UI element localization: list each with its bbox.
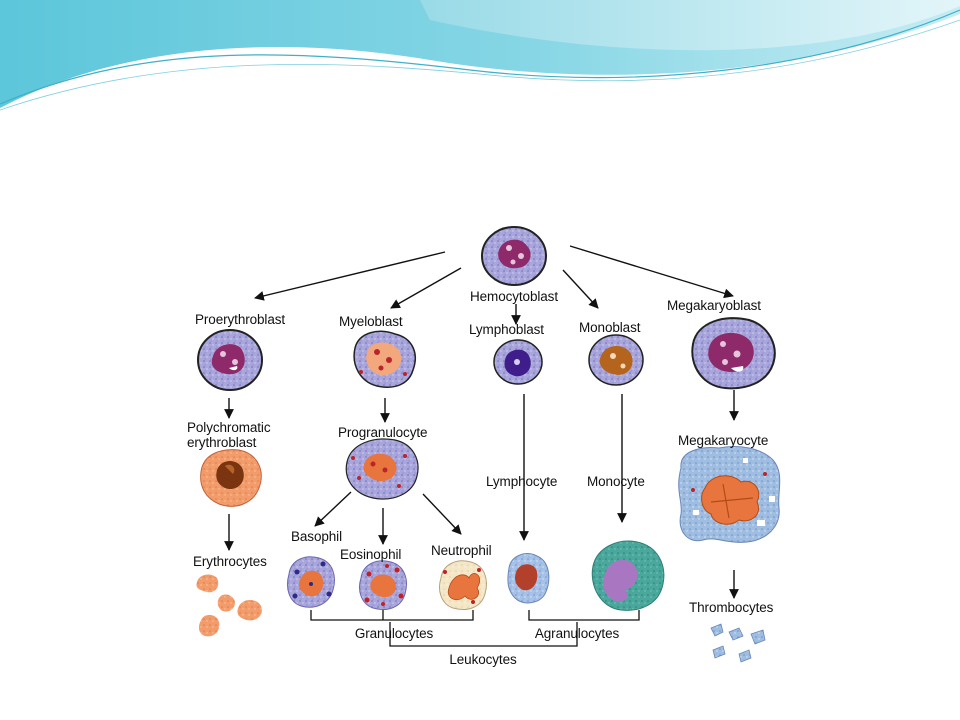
arrow-to-monoblast [562, 269, 599, 309]
label-megakaryocyte: Megakaryocyte [678, 433, 769, 448]
arrows [224, 245, 739, 599]
label-neutrophil: Neutrophil [431, 543, 492, 558]
arrow-to-myeloblast [390, 267, 462, 309]
label-lymphoblast: Lymphoblast [469, 322, 544, 337]
monocyte-cell [591, 540, 665, 611]
label-granulocytes: Granulocytes [354, 626, 434, 641]
bracket-granulocytes [310, 610, 474, 621]
label-myeloblast: Myeloblast [339, 314, 403, 329]
brackets [310, 610, 640, 647]
basophil-cell [287, 556, 335, 608]
progranulocyte-cell [345, 438, 419, 500]
label-monocyte: Monocyte [587, 474, 645, 489]
polychromatic-erythroblast-cell [200, 449, 262, 507]
label-eosinophil: Eosinophil [340, 547, 402, 562]
bracket-leukocytes [389, 622, 578, 647]
label-progranulocyte: Progranulocyte [338, 425, 428, 440]
proerythroblast-cell [197, 329, 263, 391]
erythrocytes-group [196, 574, 262, 637]
megakaryocyte-cell [678, 446, 781, 543]
label-hemocytoblast: Hemocytoblast [470, 289, 558, 304]
label-leukocytes: Leukocytes [449, 652, 517, 667]
neutrophil-cell [439, 560, 487, 610]
diagram-graphics [196, 226, 781, 663]
label-megakaryoblast: Megakaryoblast [667, 298, 761, 313]
monoblast-cell [588, 334, 644, 386]
hematopoiesis-diagram: Hemocytoblast Proerythroblast Myeloblast… [173, 222, 790, 670]
label-monoblast: Monoblast [579, 320, 641, 335]
myeloblast-cell [353, 330, 416, 388]
megakaryoblast-cell [691, 317, 776, 390]
label-basophil: Basophil [291, 529, 342, 544]
header-wave-light [420, 0, 960, 51]
label-proerythroblast: Proerythroblast [195, 312, 286, 327]
header-wave-line-2 [0, 19, 960, 111]
label-polychromatic-line1: Polychromatic [187, 420, 271, 435]
arrow-to-neutrophil [422, 493, 462, 535]
header-wave-line [0, 9, 960, 105]
lymphoblast-cell [493, 339, 543, 385]
hemocytoblast-cell [481, 226, 547, 286]
slide-header-wave [0, 0, 960, 111]
label-polychromatic-line2: erythroblast [187, 435, 257, 450]
lymphocyte-cell [507, 553, 550, 604]
label-erythrocytes: Erythrocytes [193, 554, 267, 569]
bracket-agranulocytes [528, 610, 640, 621]
arrow-to-proerythroblast [254, 251, 446, 301]
label-agranulocytes: Agranulocytes [534, 626, 620, 641]
label-thrombocytes: Thrombocytes [689, 600, 774, 615]
label-lymphocyte: Lymphocyte [486, 474, 558, 489]
thrombocytes-group [710, 623, 766, 663]
arrow-to-basophil [314, 491, 352, 527]
eosinophil-cell [359, 560, 407, 610]
arrow-to-megakaryoblast [569, 245, 734, 299]
